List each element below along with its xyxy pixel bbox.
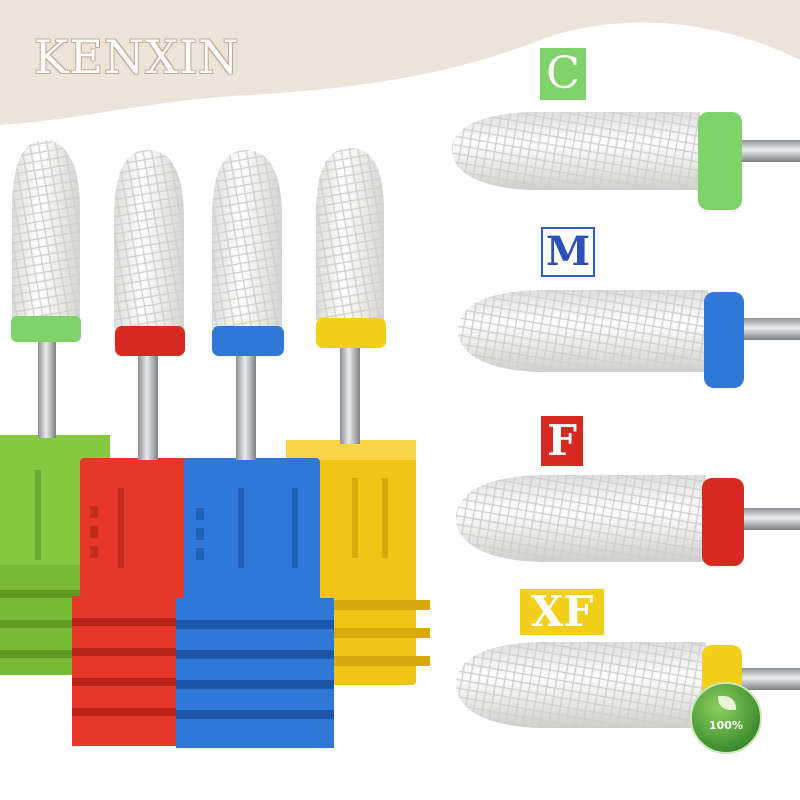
shank [138, 352, 158, 460]
background-wave [0, 0, 800, 125]
bit-medium-horizontal [458, 290, 800, 388]
shank [236, 352, 256, 460]
bit-extra-fine-vertical [316, 148, 386, 348]
brand-logo: KENXIN [34, 30, 240, 84]
quality-badge: 100% [690, 682, 762, 754]
shank [340, 344, 360, 444]
badge-text: 100% [709, 718, 743, 732]
grade-label-coarse: C [540, 48, 586, 100]
bit-coarse-horizontal [452, 112, 800, 210]
grade-label-extra-fine: XF [520, 589, 604, 635]
bit-coarse-vertical [11, 140, 81, 342]
bit-fine-vertical [114, 150, 185, 356]
grade-label-medium: M [541, 227, 595, 277]
bit-medium-vertical [212, 150, 284, 356]
blue-holder [176, 458, 334, 748]
shank [38, 338, 56, 438]
bit-fine-horizontal [456, 475, 800, 566]
grade-label-fine: F [541, 416, 583, 466]
leaf-icon [718, 696, 736, 710]
